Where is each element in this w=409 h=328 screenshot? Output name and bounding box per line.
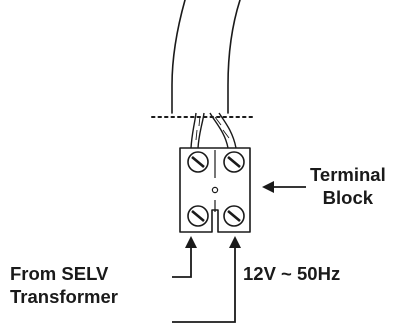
terminal-arrow-icon (262, 181, 306, 193)
wire-right (209, 112, 237, 149)
source-label: From SELV Transformer (10, 262, 118, 308)
screw-icon (223, 205, 245, 227)
source-arrow-icon (172, 236, 197, 278)
screw-icon (187, 151, 209, 173)
terminal-label-line1: Terminal (310, 164, 386, 185)
terminal-block-label: Terminal Block (310, 163, 386, 209)
cable-sheath (171, 0, 241, 114)
terminal-label-line2: Block (322, 187, 374, 208)
screw-icon (223, 151, 245, 173)
wire-left (190, 112, 205, 149)
voltage-arrow-icon (172, 236, 241, 323)
source-label-line1: From SELV (10, 263, 109, 284)
screw-icon (187, 205, 209, 227)
source-label-line2: Transformer (10, 286, 118, 307)
voltage-label: 12V ~ 50Hz (243, 263, 341, 284)
